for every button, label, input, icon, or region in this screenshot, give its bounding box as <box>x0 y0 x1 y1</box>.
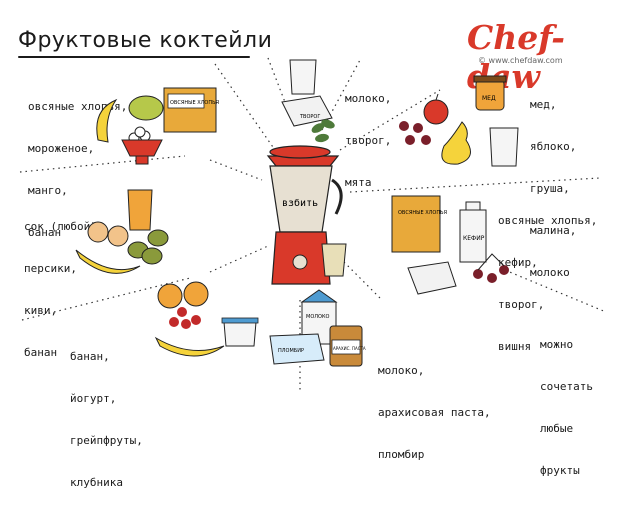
group-line: груша, <box>530 182 570 195</box>
oats-label: ОВСЯНЫЕ ХЛОПЬЯ <box>170 100 219 106</box>
page-title: Фруктовые коктейли <box>18 28 273 53</box>
oats-box-icon: ОВСЯНЫЕ ХЛОПЬЯ <box>391 195 447 253</box>
group-line: пломбир <box>378 448 425 461</box>
honey-jar-icon: МЕД <box>473 75 507 111</box>
banana-icon <box>75 249 141 274</box>
milk-glass-icon <box>489 127 519 167</box>
apple-icon <box>423 93 449 125</box>
group-line: банан, <box>70 350 110 363</box>
group-line: фрукты <box>540 464 580 477</box>
icecream-label: ПЛОМБИР <box>278 348 304 354</box>
tvorog-package-icon <box>407 261 457 295</box>
strawberry-icon <box>169 307 201 329</box>
group-middle-right: овсяные хлопья, кефир, творог, вишня <box>498 186 597 382</box>
group-top-left: овсяные хлопья, мороженое, манго, банан <box>28 72 127 268</box>
banana-icon <box>154 336 225 357</box>
mango-icon <box>128 95 164 121</box>
mint-icon <box>311 119 335 143</box>
juice-glass-icon <box>127 189 153 231</box>
group-top-center: молоко, творог, мята <box>345 64 391 218</box>
group-line: персики, <box>24 262 77 275</box>
group-line: манго, <box>28 184 68 197</box>
cherry-icon <box>473 253 509 283</box>
kefir-bottle-icon: КЕФИР <box>459 201 487 263</box>
pear-icon <box>441 121 471 165</box>
group-line: можно <box>540 338 574 351</box>
group-line: творог, <box>498 298 545 311</box>
group-line: малина, <box>530 224 577 237</box>
group-line: банан <box>28 226 62 239</box>
group-line: клубника <box>70 476 123 489</box>
group-line: молоко, <box>378 364 425 377</box>
tvorog-label: ТВОРОГ <box>299 114 320 120</box>
group-line: яблоко, <box>530 140 577 153</box>
kefir-label: КЕФИР <box>463 235 485 242</box>
glass-icon <box>321 243 347 277</box>
blender-icon: взбить <box>266 145 343 285</box>
raspberry-icon <box>399 121 431 145</box>
peanut-butter-jar-icon: АРАХИС. ПАСТА <box>329 325 366 367</box>
icecream-bowl-icon <box>121 126 163 165</box>
group-line: овсяные хлопья, <box>28 100 128 113</box>
tvorog-package-icon: ТВОРОГ <box>281 95 333 127</box>
group-line: молоко <box>530 266 570 279</box>
milk-label: МОЛОКО <box>306 314 329 320</box>
group-line: грейпфруты, <box>70 434 143 447</box>
group-line: мед, <box>530 98 557 111</box>
brand-url: © www.chefdaw.com <box>478 56 563 65</box>
title-underline <box>18 56 250 58</box>
infographic-page: Фруктовые коктейли Chef-daw © www.chefda… <box>18 18 607 489</box>
milk-glass-icon <box>289 59 317 95</box>
yogurt-cup-icon <box>221 317 259 347</box>
group-top-right: мед, яблоко, груша, малина, молоко <box>530 70 576 308</box>
peanut-label: АРАХИС. ПАСТА <box>333 346 366 351</box>
icecream-box-icon: ПЛОМБИР <box>269 333 325 365</box>
oats-box-icon: ОВСЯНЫЕ ХЛОПЬЯ <box>163 87 219 133</box>
orange-icon <box>157 281 209 309</box>
peach-icon <box>87 221 129 247</box>
honey-label: МЕД <box>482 95 496 102</box>
group-line: овсяные хлопья, <box>498 214 598 227</box>
illustration-layer: взбить ОВСЯНЫЕ ХЛОПЬЯ <box>19 57 607 390</box>
milk-carton-icon: МОЛОКО <box>300 289 338 345</box>
group-line: йогурт, <box>70 392 117 405</box>
group-line: сочетать <box>540 380 593 393</box>
group-line: молоко, <box>345 92 392 105</box>
group-line: арахисовая паста, <box>378 406 491 419</box>
kiwi-icon <box>127 229 169 265</box>
group-line: мороженое, <box>28 142 95 155</box>
group-line: банан <box>24 346 58 359</box>
group-line: любые <box>540 422 574 435</box>
group-line: вишня <box>498 340 532 353</box>
oats-label-2: ОВСЯНЫЕ ХЛОПЬЯ <box>398 210 447 216</box>
blender-label: взбить <box>282 197 318 209</box>
group-line: мята <box>345 176 372 189</box>
banana-icon <box>96 98 118 143</box>
group-line: кефир, <box>498 256 538 269</box>
brand-logo: Chef-daw <box>467 18 565 96</box>
group-line: творог, <box>345 134 392 147</box>
